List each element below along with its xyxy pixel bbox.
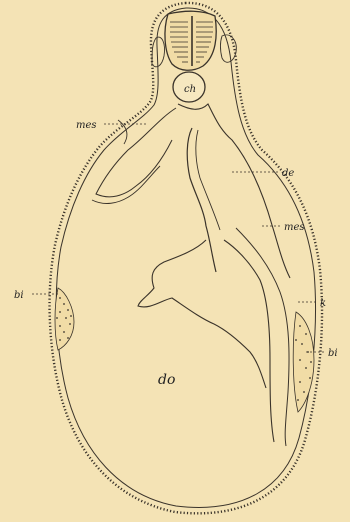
right-somite: [221, 35, 237, 62]
label-k: k: [320, 298, 326, 309]
left-somite: [152, 37, 165, 67]
blood-island-left: [55, 288, 74, 350]
label-mes-lower: mes: [284, 222, 305, 233]
label-ch: ch: [184, 84, 196, 95]
yolk-cavity-line: [138, 240, 266, 388]
label-do: do: [158, 372, 175, 388]
label-de: de: [282, 168, 294, 179]
right-inner-wall: [224, 240, 274, 442]
leader-lines: [32, 124, 326, 352]
label-mes-upper: mes: [76, 120, 97, 131]
left-mesoderm-band: [92, 166, 160, 203]
neural-tube: [165, 11, 216, 70]
right-outer-wall: [236, 228, 289, 446]
label-bi-right: bi: [328, 348, 338, 359]
label-bi-left: bi: [14, 290, 24, 301]
gut-stalk-inner: [196, 130, 220, 230]
